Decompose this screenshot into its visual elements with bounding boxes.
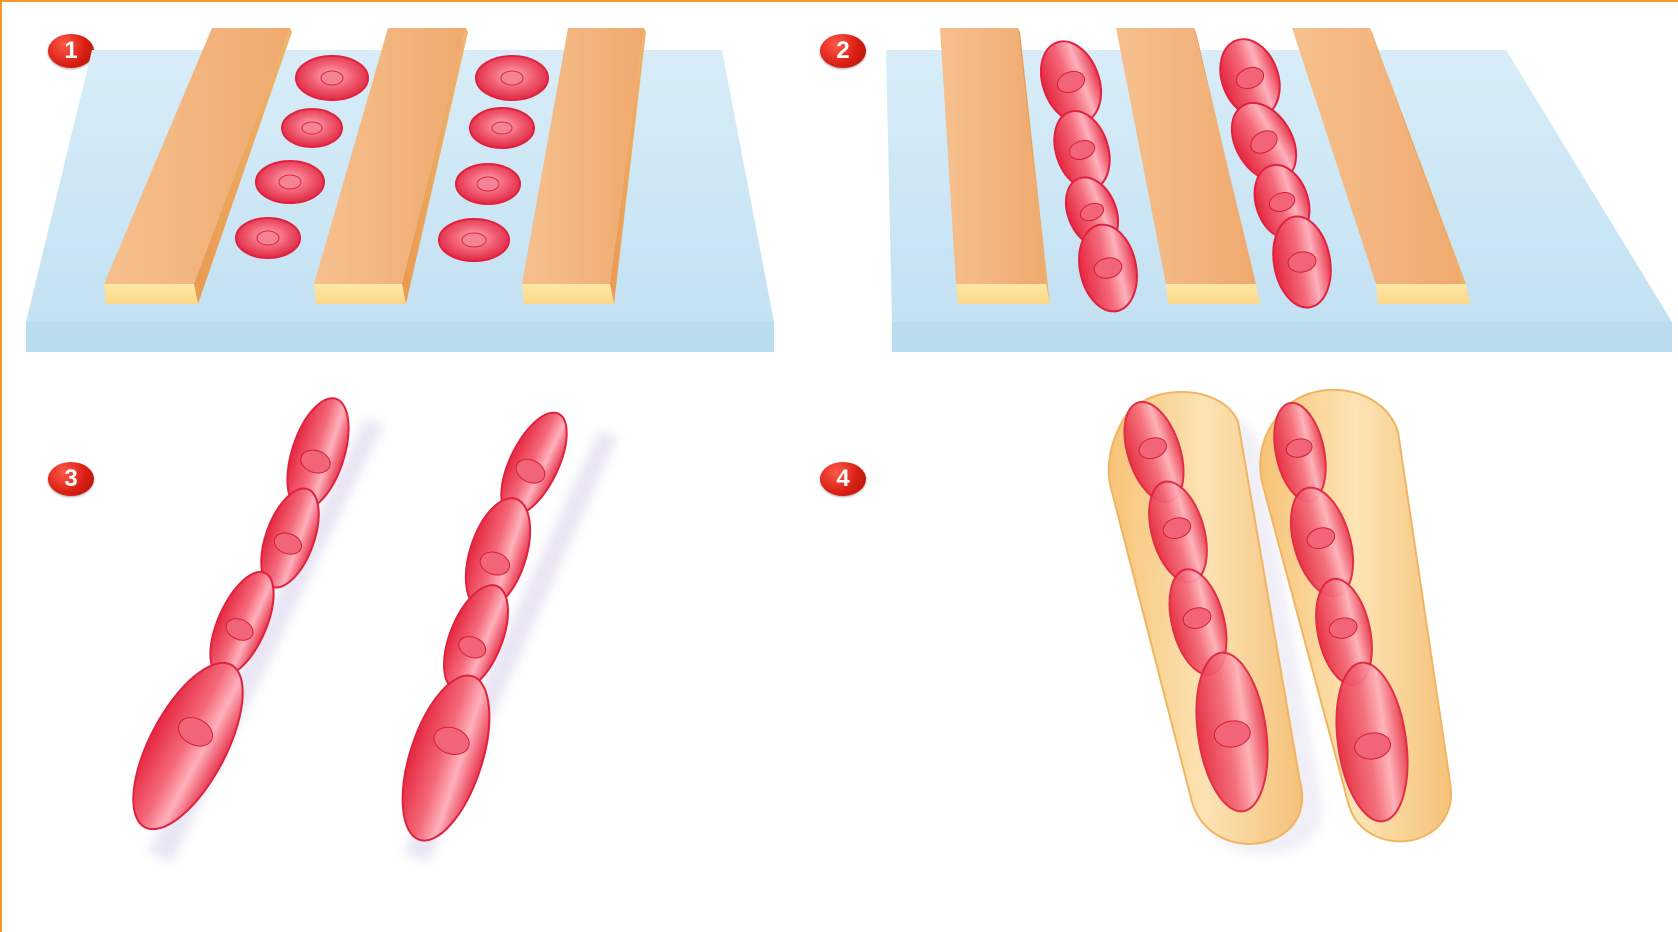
cell-strand <box>111 391 360 845</box>
substrate-edge <box>26 322 774 352</box>
panel-1-illustration <box>22 22 802 382</box>
step-4-badge: 4 <box>820 462 866 496</box>
round-cell <box>256 161 324 203</box>
cell-strand <box>385 403 580 851</box>
round-cell <box>456 164 520 204</box>
round-cell <box>476 56 548 100</box>
panel-2-illustration <box>886 22 1678 382</box>
substrate-edge <box>892 322 1672 352</box>
round-cell <box>470 108 534 148</box>
step-3-badge: 3 <box>48 462 94 496</box>
round-cell <box>282 109 342 147</box>
step-2-badge: 2 <box>820 34 866 68</box>
panel-3-illustration <box>102 392 662 912</box>
round-cell <box>296 56 368 100</box>
round-cell <box>439 219 509 261</box>
panel-4-illustration <box>1082 382 1562 882</box>
round-cell <box>236 218 300 258</box>
